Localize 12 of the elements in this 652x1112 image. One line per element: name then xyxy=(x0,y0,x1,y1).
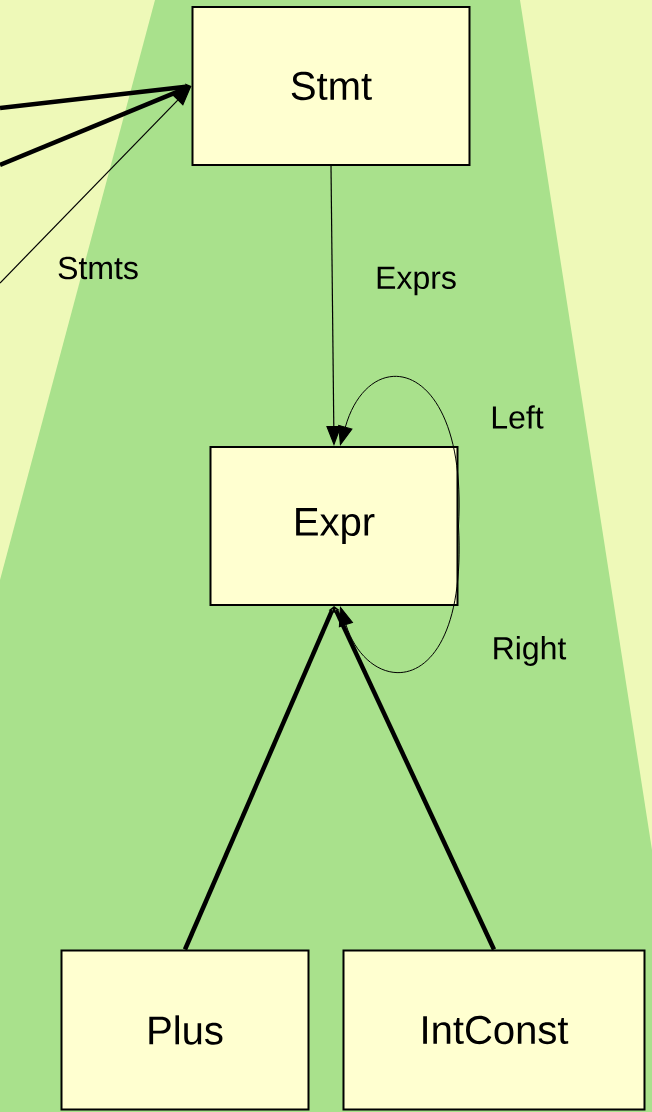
class-box: Stmt xyxy=(191,6,471,166)
arrow xyxy=(338,525,460,673)
class-box: Plus xyxy=(60,949,310,1111)
arrow xyxy=(338,376,460,527)
arrow xyxy=(182,606,335,951)
edge-label: Right xyxy=(494,636,567,666)
edge-label: Exprs xyxy=(377,266,456,296)
arrow xyxy=(333,606,497,951)
class-box: Expr xyxy=(209,446,459,606)
edge-label: Left xyxy=(492,405,544,429)
edge-label: Stmts xyxy=(58,256,138,280)
class-box: IntConst xyxy=(342,949,646,1111)
